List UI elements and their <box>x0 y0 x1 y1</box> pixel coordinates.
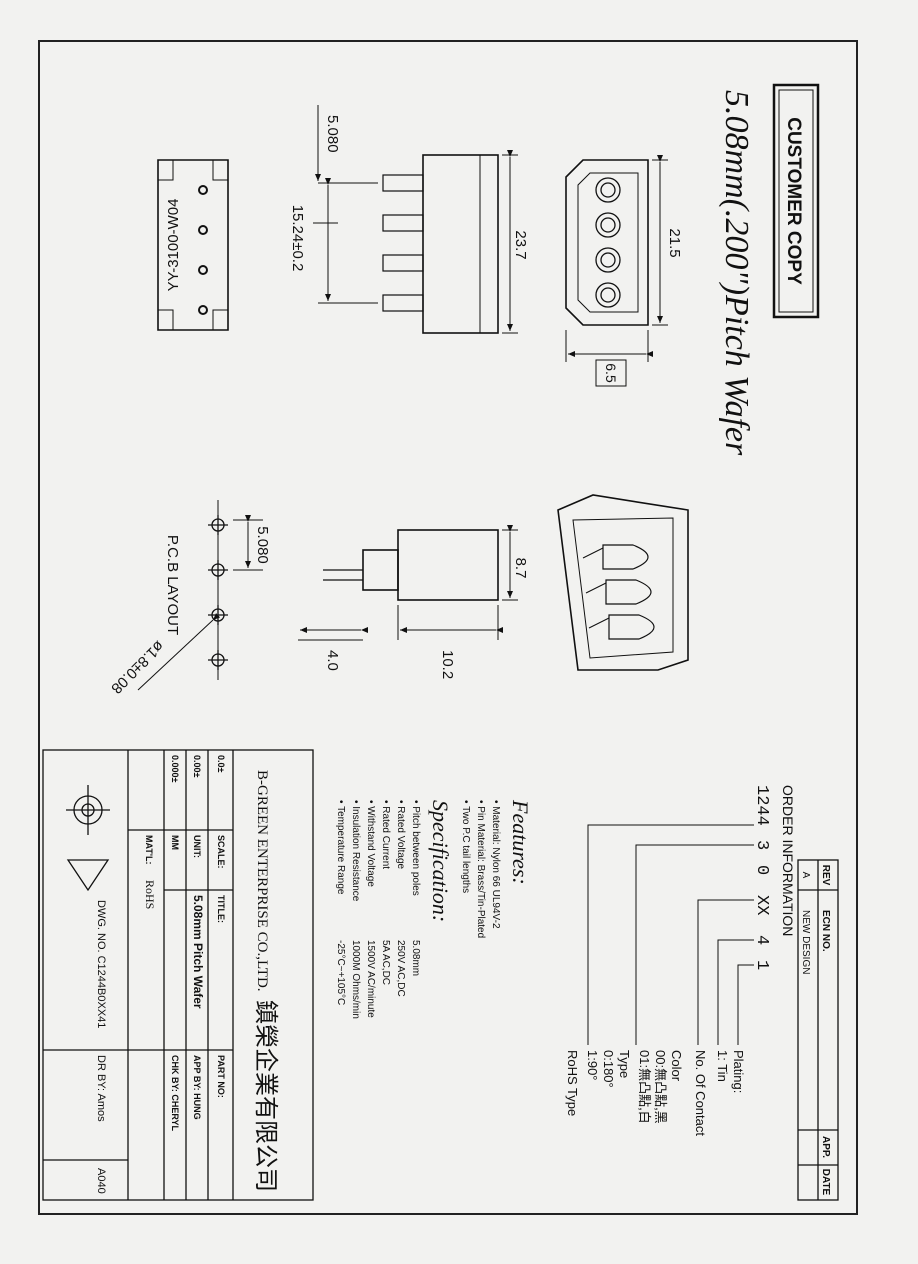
drawing-title: 5.08mm(.200")Pitch Wafer <box>718 90 755 456</box>
customer-copy-stamp: CUSTOMER COPY <box>772 83 820 319</box>
dwg-no: DWG. NO. C1244B0XX41 <box>95 900 107 1028</box>
right-side-view <box>298 525 518 641</box>
spec-value-0: 5.08mm <box>410 940 421 976</box>
title-block <box>42 749 314 1201</box>
spec-title: Specification: <box>428 800 453 922</box>
dim-5-080-top: 5.080 <box>324 115 341 153</box>
dim-15-24: 15.24±0.2 <box>289 205 306 272</box>
dim-8-7: 8.7 <box>512 558 529 579</box>
part-marking: YY-3100-W04 <box>165 199 182 292</box>
dim-10-2: 10.2 <box>439 650 456 679</box>
matl-value: RoHS <box>143 880 157 909</box>
order-code-rohs: 0 <box>752 865 771 875</box>
revision-table <box>797 859 839 1201</box>
order-info-title: ORDER INFORMATION <box>780 785 796 936</box>
title-value: 5.08mm Pitch Wafer <box>191 895 205 1009</box>
spec-label-0: • Pitch between poles <box>410 800 421 896</box>
unit-value: MM <box>170 835 180 850</box>
isometric-view <box>557 494 689 671</box>
specification: Specification: • Pitch between poles 5.0… <box>335 800 453 1019</box>
spec-value-3: 1500V AC/minute <box>365 940 376 1018</box>
ecn-header: ECN NO. <box>820 910 831 952</box>
unit-label: UNIT: <box>192 835 202 858</box>
legend-color-00: 00:無凸點,黑 <box>653 1050 668 1124</box>
dr-by: DR BY: Amos <box>95 1055 107 1122</box>
rev-value: A <box>800 872 811 879</box>
dim-5-080-pcb: 5.080 <box>254 526 271 564</box>
company-name-en: B-GREEN ENTERPRISE CO.,LTD. <box>254 770 270 992</box>
app-by: APP BY: HUNG <box>192 1055 202 1120</box>
legend-plating-tin: 1: Tin <box>715 1050 730 1082</box>
legend-type: Type <box>617 1050 632 1078</box>
spec-label-4: • Insulation Resistance <box>350 800 361 902</box>
dim-23-7: 23.7 <box>512 230 529 259</box>
spec-label-1: • Rated Voltage <box>395 800 406 870</box>
title-label: TITLE: <box>216 895 226 923</box>
spec-value-4: 1000M Ohms/min <box>350 940 361 1019</box>
app-header: APP. <box>820 1136 831 1158</box>
order-code-base: 1244 <box>752 785 771 826</box>
sheet-size: A040 <box>95 1168 107 1194</box>
feature-material: • Material: Nylon 66 UL94V-2 <box>490 800 501 929</box>
spec-label-3: • Withstand Voltage <box>365 800 376 887</box>
legend-type-1: 1:90° <box>585 1050 600 1081</box>
dim-hole: ø1.8±0.08 <box>107 637 167 697</box>
pcb-layout-label: P.C.B LAYOUT <box>164 535 181 635</box>
legend-color: Color <box>669 1050 684 1082</box>
company-name-cn: 鎮榮企業有限公司 <box>252 1000 279 1192</box>
feature-pin-material: • Pin Material: Brass/Tin-Plated <box>475 800 486 938</box>
bottom-view <box>157 159 229 331</box>
front-view <box>565 155 668 387</box>
feature-tail-lengths: • Two P.C tail lengths <box>460 800 471 893</box>
order-code-color: XX <box>752 895 771 915</box>
chk-by: CHK BY: CHERYL <box>170 1055 180 1132</box>
legend-color-01: 01:無凸點,白 <box>637 1050 652 1124</box>
spec-value-1: 250V AC,DC <box>395 940 406 997</box>
order-information: ORDER INFORMATION 1244 3 0 XX 4 1 Platin… <box>565 785 796 1136</box>
scale-label: SCALE: <box>216 835 226 869</box>
matl-label: MAT'L: <box>144 835 154 864</box>
tolerance-3: 0.000± <box>170 755 180 783</box>
order-code-plating: 1 <box>752 960 771 970</box>
features-title: Features: <box>508 799 533 885</box>
tolerance-2: 0.00± <box>192 755 202 778</box>
dim-21-5: 21.5 <box>666 228 683 257</box>
tolerance-1: 0.0± <box>216 755 226 773</box>
legend-contacts: No. Of Contact <box>693 1050 708 1136</box>
dim-4-0: 4.0 <box>324 650 341 671</box>
date-header: DATE <box>820 1169 831 1196</box>
pcb-layout <box>137 500 263 691</box>
side-view <box>313 105 518 334</box>
engineering-drawing: CUSTOMER COPY 5.08mm(.200")Pitch Wafer 2… <box>42 83 839 1201</box>
part-no-label: PART NO: <box>216 1055 226 1098</box>
legend-plating: Plating: <box>731 1050 746 1093</box>
order-code-type: 3 <box>752 840 771 850</box>
spec-value-5: -25°C~+105°C <box>335 940 346 1005</box>
stamp-label: CUSTOMER COPY <box>783 117 804 285</box>
order-code-contacts: 4 <box>752 935 771 945</box>
dim-6-5: 6.5 <box>603 363 619 383</box>
legend-type-0: 0:180° <box>601 1050 616 1088</box>
ecn-value: NEW DESIGN <box>800 910 811 974</box>
spec-label-5: • Temperature Range <box>335 800 346 895</box>
spec-label-2: • Rated Current <box>380 800 391 869</box>
features: Features: • Material: Nylon 66 UL94V-2 •… <box>460 799 533 938</box>
rev-header: REV <box>820 865 831 886</box>
legend-rohs: RoHS Type <box>565 1050 580 1116</box>
spec-value-2: 5A AC,DC <box>380 940 391 985</box>
sheet-border <box>38 40 858 1215</box>
